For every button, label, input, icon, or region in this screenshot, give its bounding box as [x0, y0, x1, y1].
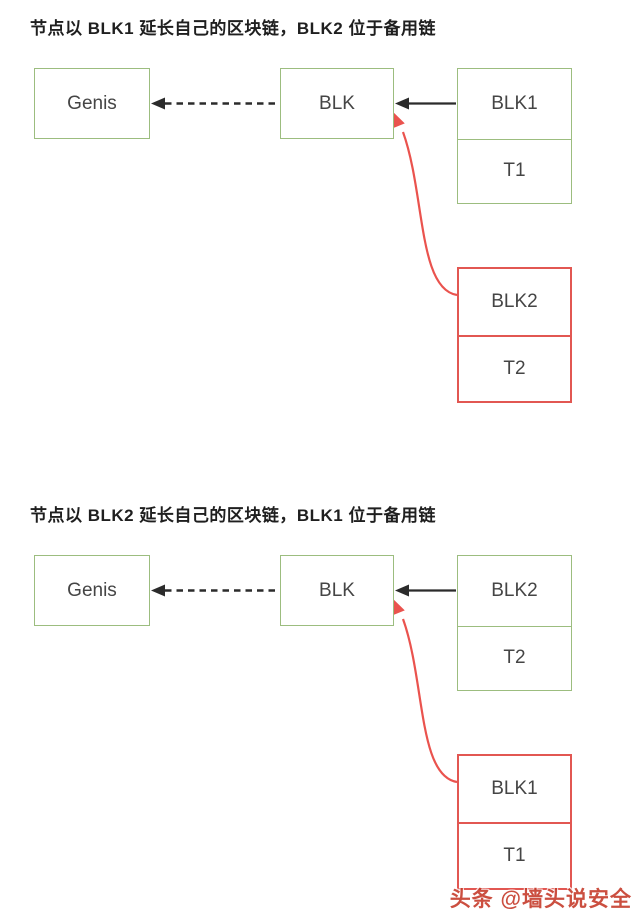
alt-chain-block-box: BLK1: [457, 754, 572, 824]
alt-chain-curve-line: [401, 131, 458, 297]
parent-block-box: BLK: [280, 555, 394, 626]
alt-chain-tx-box: T2: [457, 335, 572, 403]
diagram-blk2-main: 节点以 BLK2 延长自己的区块链，BLK1 位于备用链 Genis BLK B…: [0, 487, 640, 916]
main-chain-tx-box: T1: [457, 138, 572, 204]
main-chain-tx-box: T2: [457, 625, 572, 691]
genesis-block-label: Genis: [67, 579, 117, 601]
diagram-blk1-main: 节点以 BLK1 延长自己的区块链，BLK2 位于备用链 Genis BLK B…: [30, 19, 572, 403]
genesis-block-box: Genis: [34, 555, 150, 626]
parent-block-label: BLK: [319, 92, 355, 114]
main-chain-block-box: BLK2: [457, 555, 572, 627]
solid-link-arrowhead-icon: [395, 584, 409, 597]
parent-block-label: BLK: [319, 579, 355, 601]
dashed-link-arrowhead-icon: [151, 584, 165, 597]
genesis-block-box: Genis: [34, 68, 150, 139]
main-chain-tx-label: T2: [503, 647, 526, 669]
main-chain-block-label: BLK2: [491, 580, 538, 601]
main-chain-tx-label: T1: [503, 160, 526, 182]
alt-chain-block-box: BLK2: [457, 267, 572, 337]
diagram-title: 节点以 BLK1 延长自己的区块链，BLK2 位于备用链: [30, 19, 436, 38]
watermark-text: 头条 @墙头说安全: [449, 888, 632, 911]
alt-chain-block-label: BLK2: [491, 291, 538, 312]
genesis-block-label: Genis: [67, 92, 117, 114]
solid-link-arrowhead-icon: [395, 97, 409, 110]
alt-chain-curve-line: [401, 618, 458, 784]
main-chain-block-label: BLK1: [491, 93, 538, 114]
dashed-link-arrowhead-icon: [151, 97, 165, 110]
alt-chain-tx-label: T1: [503, 845, 526, 866]
parent-block-box: BLK: [280, 68, 394, 139]
main-chain-block-box: BLK1: [457, 68, 572, 140]
alt-chain-tx-box: T1: [457, 822, 572, 890]
alt-chain-block-label: BLK1: [491, 778, 538, 799]
alt-chain-tx-label: T2: [503, 358, 526, 379]
diagram-title: 节点以 BLK2 延长自己的区块链，BLK1 位于备用链: [30, 506, 436, 525]
